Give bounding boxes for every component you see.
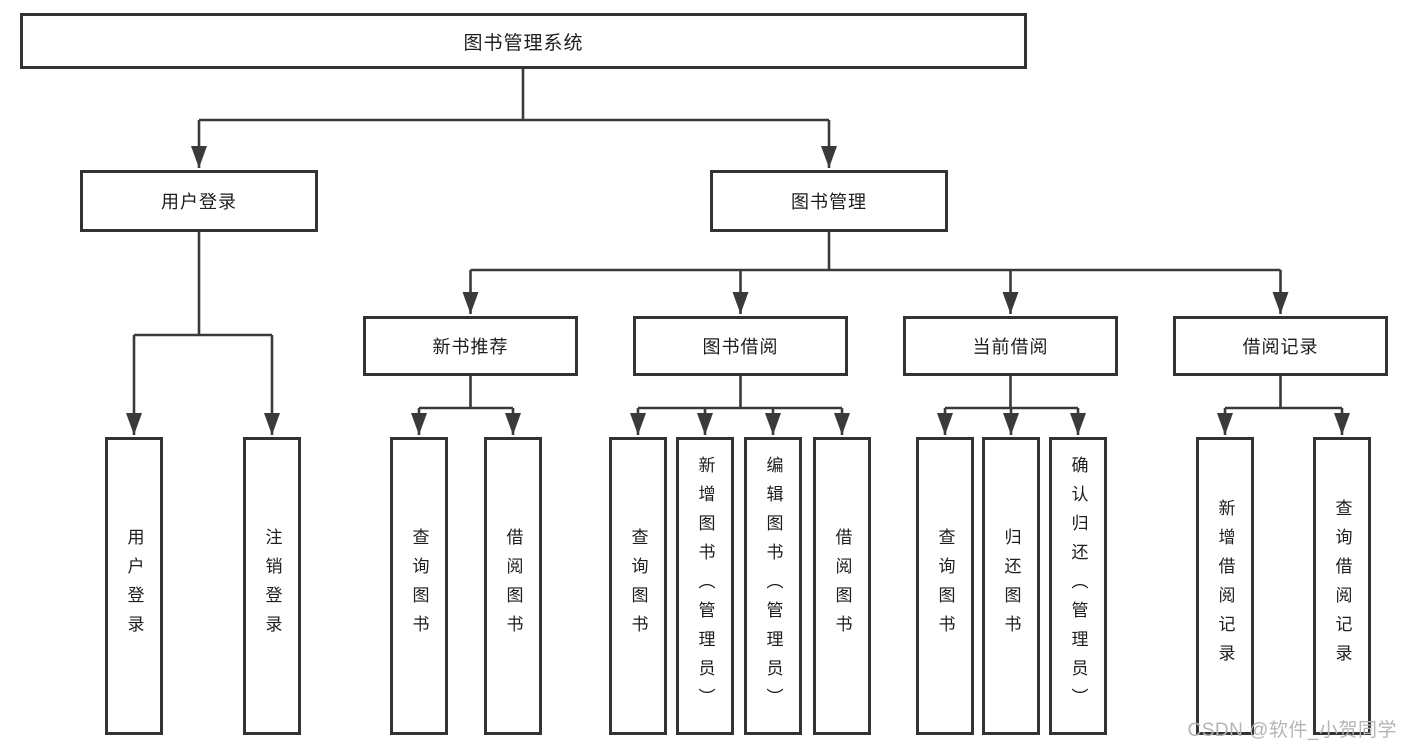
node-current-borrowing: 当前借阅 <box>903 316 1118 376</box>
node-label: 新书推荐 <box>432 337 509 357</box>
leaf-label: 查询图书 <box>409 528 429 644</box>
leaf-query-books-newbooks: 查询图书 <box>390 437 448 735</box>
node-label: 图书管理 <box>791 192 867 212</box>
leaf-label: 编辑图书（管理员） <box>763 455 783 717</box>
leaf-logout: 注销登录 <box>243 437 301 735</box>
csdn-watermark: CSDN @软件_小贺同学 <box>1187 720 1397 741</box>
node-label: 图书借阅 <box>702 337 779 357</box>
node-book-borrowing: 图书借阅 <box>633 316 848 376</box>
node-book-management: 图书管理 <box>710 170 948 232</box>
node-library-system: 图书管理系统 <box>20 13 1027 69</box>
node-label: 用户登录 <box>161 192 237 212</box>
leaf-query-books-borrowing: 查询图书 <box>609 437 667 735</box>
leaf-borrow-books-borrowing: 借阅图书 <box>813 437 871 735</box>
leaf-query-books-current: 查询图书 <box>916 437 974 735</box>
leaf-label: 新增借阅记录 <box>1215 499 1235 673</box>
node-new-book-recommend: 新书推荐 <box>363 316 578 376</box>
node-label: 借阅记录 <box>1242 337 1319 357</box>
node-label: 当前借阅 <box>972 337 1049 357</box>
leaf-confirm-return-admin: 确认归还（管理员） <box>1049 437 1107 735</box>
leaf-add-borrow-record: 新增借阅记录 <box>1196 437 1254 735</box>
leaf-label: 注销登录 <box>262 528 282 644</box>
leaf-return-book: 归还图书 <box>982 437 1040 735</box>
leaf-edit-book-admin: 编辑图书（管理员） <box>744 437 802 735</box>
leaf-user-login: 用户登录 <box>105 437 163 735</box>
node-label: 图书管理系统 <box>463 32 584 54</box>
leaf-label: 新增图书（管理员） <box>695 455 715 717</box>
leaf-label: 归还图书 <box>1001 528 1021 644</box>
leaf-add-book-admin: 新增图书（管理员） <box>676 437 734 735</box>
leaf-label: 借阅图书 <box>503 528 523 644</box>
leaf-label: 查询图书 <box>628 528 648 644</box>
leaf-query-borrow-record: 查询借阅记录 <box>1313 437 1371 735</box>
leaf-label: 查询借阅记录 <box>1332 499 1352 673</box>
leaf-label: 确认归还（管理员） <box>1068 455 1088 717</box>
leaf-label: 用户登录 <box>124 528 144 644</box>
leaf-borrow-books-newbooks: 借阅图书 <box>484 437 542 735</box>
leaf-label: 借阅图书 <box>832 528 852 644</box>
leaf-label: 查询图书 <box>935 528 955 644</box>
tree-branch-lines <box>134 69 1342 410</box>
node-borrowing-records: 借阅记录 <box>1173 316 1388 376</box>
node-user-login: 用户登录 <box>80 170 318 232</box>
arrow-drop-lines <box>126 120 1350 435</box>
